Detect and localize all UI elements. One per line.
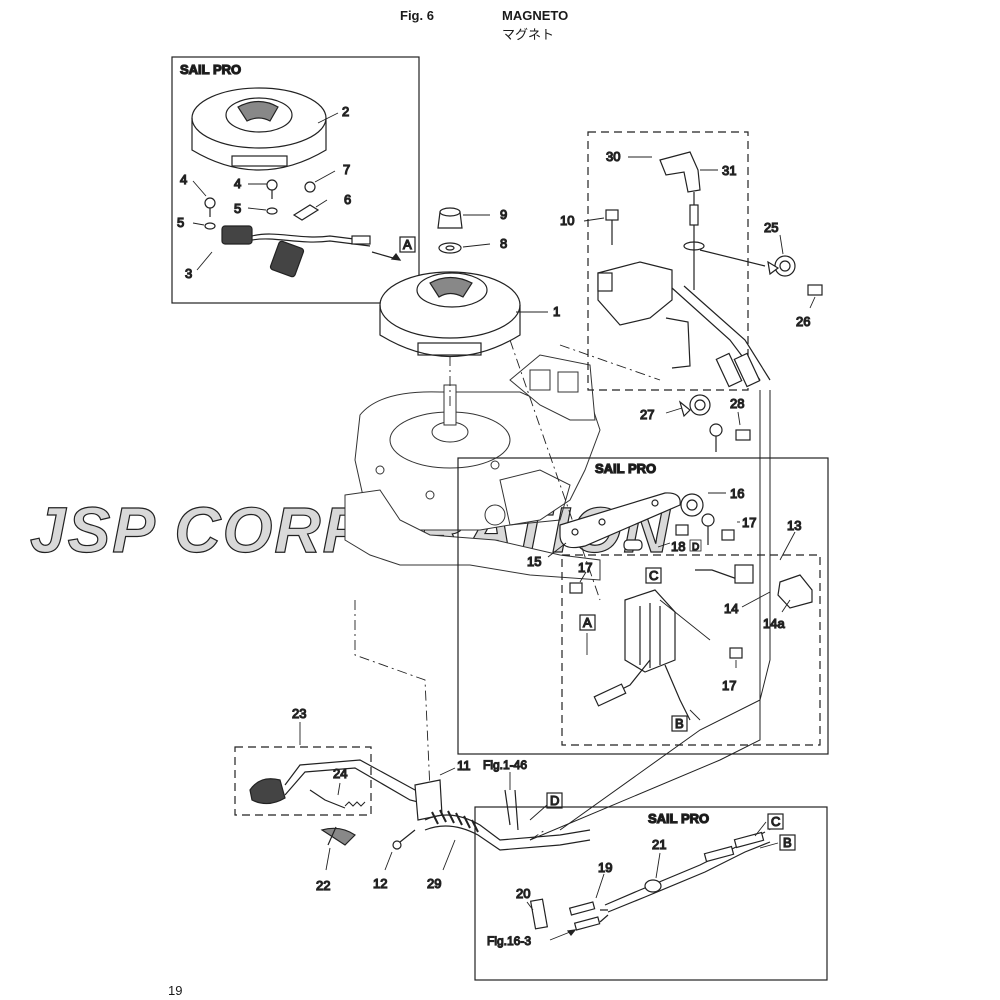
- connector-A: A: [583, 615, 592, 630]
- part-11-label: 11: [457, 758, 471, 773]
- sail-pro-label-bottom: SAIL PRO: [648, 811, 709, 826]
- harness-29: [424, 789, 591, 851]
- bracket-15: [559, 492, 681, 551]
- part-30-label: 30: [606, 149, 620, 164]
- part-15-label: 15: [527, 554, 541, 569]
- part-31-label: 31: [722, 163, 736, 178]
- part-13-label: 13: [787, 518, 801, 533]
- page-title: MAGNETO: [502, 8, 569, 23]
- ignition-coil: [597, 151, 771, 388]
- sail-pro-box-top: [171, 56, 420, 304]
- part-29-label: 29: [427, 876, 441, 891]
- page-title-jp: マグネト: [502, 27, 555, 42]
- group-box-13: [561, 554, 821, 746]
- part-23-label: 23: [292, 706, 306, 721]
- part-17-label: 17: [742, 515, 756, 530]
- part-17-label: 17: [578, 560, 592, 575]
- part-14a-label: 14a: [763, 616, 785, 631]
- bolt-10: [605, 209, 619, 245]
- part-28-label: 28: [730, 396, 744, 411]
- part-27-label: 27: [640, 407, 654, 422]
- connector-D: D: [550, 793, 559, 808]
- sail-pro-label-top: SAIL PRO: [180, 62, 241, 77]
- flywheel-sailpro: [191, 87, 327, 171]
- part-5-label: 5: [234, 201, 241, 216]
- group-box-30: [587, 131, 749, 391]
- ref-fig-1-46: Fig.1-46: [483, 758, 527, 772]
- group-box-23: [234, 746, 372, 816]
- page-number: 19: [168, 983, 183, 998]
- part-4-label: 4: [180, 172, 187, 187]
- lead-wire-21: [568, 831, 771, 931]
- connector-A: A: [403, 237, 412, 252]
- sail-pro-box-mid: [457, 457, 829, 755]
- flywheel-main: [379, 207, 521, 357]
- coil-assembly-sailpro: [204, 179, 371, 278]
- part-3-label: 3: [185, 266, 192, 281]
- connector-C: C: [649, 568, 658, 583]
- sail-pro-label-mid: SAIL PRO: [595, 461, 656, 476]
- screw-12: [392, 829, 416, 850]
- part-5-label: 5: [177, 215, 184, 230]
- rectifier: [593, 564, 813, 721]
- leaders-top: [192, 112, 339, 271]
- part-6-label: 6: [344, 192, 351, 207]
- part-25-label: 25: [764, 220, 778, 235]
- connector-B: B: [675, 716, 684, 731]
- part-8-label: 8: [500, 236, 507, 251]
- part-22-label: 22: [316, 878, 330, 893]
- guide-lines: [354, 339, 661, 841]
- connector-B: B: [783, 835, 792, 850]
- part-14-label: 14: [724, 601, 738, 616]
- part-24-label: 24: [333, 766, 347, 781]
- engine-block: [344, 354, 601, 581]
- part-1-label: 1: [553, 304, 560, 319]
- ref-fig-16-3: Fig.16-3: [487, 934, 531, 948]
- part-16-label: 16: [730, 486, 744, 501]
- connector-C: C: [771, 814, 780, 829]
- bracket-11: [414, 779, 443, 821]
- part-12-label: 12: [373, 876, 387, 891]
- part-26-label: 26: [796, 314, 810, 329]
- part-17-label: 17: [722, 678, 736, 693]
- sleeve-20: [529, 898, 549, 930]
- part-9-label: 9: [500, 207, 507, 222]
- part-20-label: 20: [516, 886, 530, 901]
- clamp-27: [678, 394, 751, 452]
- part-18-label: 18: [671, 539, 685, 554]
- clamp-16: [569, 493, 735, 594]
- clamp-25: [767, 255, 823, 296]
- part-21-label: 21: [652, 837, 666, 852]
- connector-D-small: D: [692, 542, 699, 553]
- figure-number: Fig. 6: [400, 8, 434, 23]
- part-7-label: 7: [343, 162, 350, 177]
- part-4-label: 4: [234, 176, 241, 191]
- part-2-label: 2: [342, 104, 349, 119]
- sail-pro-box-bottom: [474, 806, 828, 981]
- part-10-label: 10: [560, 213, 574, 228]
- part-19-label: 19: [598, 860, 612, 875]
